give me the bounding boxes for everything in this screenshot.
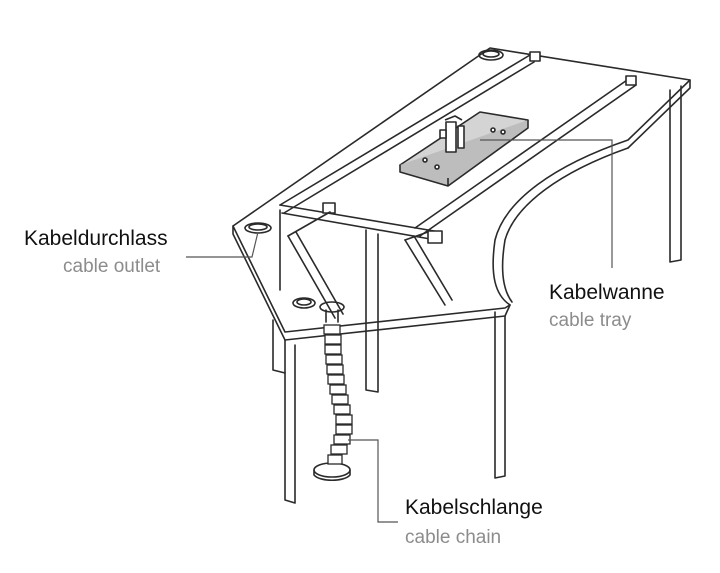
desktop-back-edge <box>627 79 691 149</box>
frame-rail-back <box>279 54 535 214</box>
cable-chain-segments <box>323 324 353 465</box>
frame-bracket-4 <box>625 75 637 86</box>
frame-bracket-3 <box>529 51 541 62</box>
leader-cable-outlet <box>186 231 259 258</box>
label-cable-chain-english: cable chain <box>405 527 502 548</box>
frame-rail-right <box>414 77 637 237</box>
leader-lines <box>186 139 613 523</box>
leader-cable-tray <box>480 139 613 268</box>
label-cable-chain-german: Kabelschlange <box>405 496 543 519</box>
grommet-back <box>478 49 504 61</box>
leg-front-left <box>284 339 296 504</box>
label-cable-outlet-english: cable outlet <box>63 256 161 277</box>
leg-back-right <box>669 85 682 263</box>
leg-front-right <box>494 311 506 479</box>
frame-strut-right <box>404 235 453 306</box>
frame-rail-cross <box>279 204 441 241</box>
leader-cable-chain <box>348 439 398 523</box>
grommet-back-inner <box>482 50 500 58</box>
frame-bracket-1 <box>322 202 336 214</box>
label-cable-outlet-german: Kabeldurchlass <box>24 227 168 250</box>
cable-chain-base <box>313 462 351 478</box>
grommet-front-inner <box>248 223 268 231</box>
label-cable-tray-german: Kabelwanne <box>549 281 665 304</box>
frame-strut-left <box>287 231 344 319</box>
grommet-middle <box>292 297 316 309</box>
desktop-surface <box>232 47 691 333</box>
leg-back-middle <box>365 229 379 393</box>
cable-tray <box>399 111 529 187</box>
grommet-middle-inner <box>296 298 312 306</box>
frame-strut-top <box>287 211 429 241</box>
cable-chain-top-clamp <box>319 301 345 313</box>
desktop-cutout-arc <box>501 147 629 303</box>
frame-bracket-2 <box>427 230 443 244</box>
leg-front-left-inner <box>272 319 286 374</box>
label-cable-tray-english: cable tray <box>549 310 632 331</box>
